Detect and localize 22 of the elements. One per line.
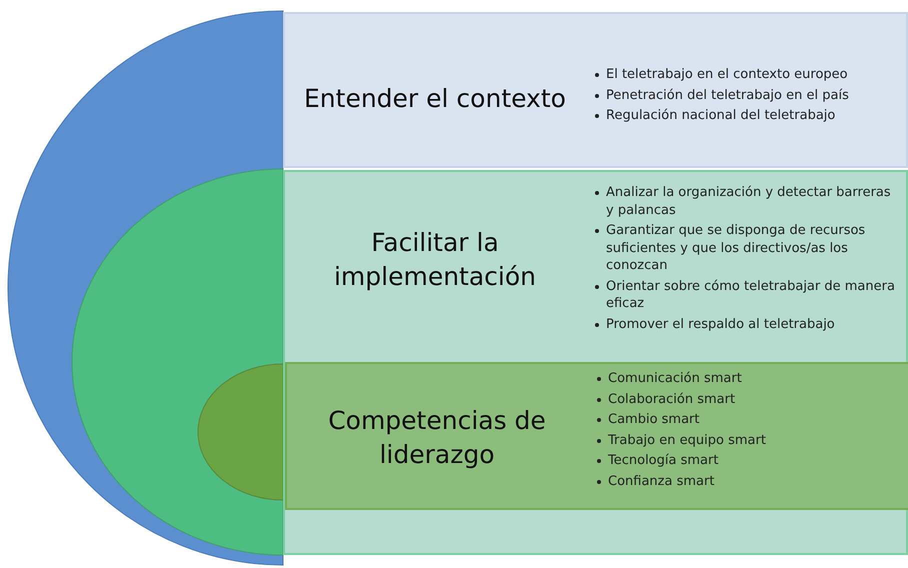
bullet-text: Penetración del teletrabajo en el país xyxy=(606,88,849,103)
bullet-text: Promover el respaldo al teletrabajo xyxy=(606,316,835,332)
bullet-text: Colaboración smart xyxy=(608,392,736,407)
bullet-text: Orientar sobre cómo teletrabajar de manera eficaz xyxy=(606,278,895,312)
section-heading: Competencias de liderazgo xyxy=(327,405,547,471)
semicircle-shape xyxy=(8,11,283,565)
bullet-text: Confianza smart xyxy=(608,474,714,489)
semicircle-shape xyxy=(72,169,283,555)
section-heading: Entender el contexto xyxy=(303,83,567,115)
bullet-text: Cambio smart xyxy=(608,412,700,428)
bullet-text: El teletrabajo en el contexto europeo xyxy=(606,67,848,82)
bullet-text: Tecnología smart xyxy=(608,453,718,468)
context-band xyxy=(283,12,908,168)
bullet-text: Comunicación smart xyxy=(608,371,742,386)
leadership-band xyxy=(285,362,908,510)
bullet-text: Regulación nacional del teletrabajo xyxy=(606,108,836,124)
implementation-band xyxy=(283,170,908,555)
bullet-text: Analizar la organización y detectar barreras y palancas xyxy=(606,185,891,218)
bullet-text: Garantizar que se disponga de recursos suficientes y que los directivos/as los conozcan xyxy=(606,223,866,274)
bullet-text: Trabajo en equipo smart xyxy=(608,432,766,448)
section-heading: Facilitar la implementación xyxy=(332,227,538,293)
semicircle-shape xyxy=(198,364,283,500)
